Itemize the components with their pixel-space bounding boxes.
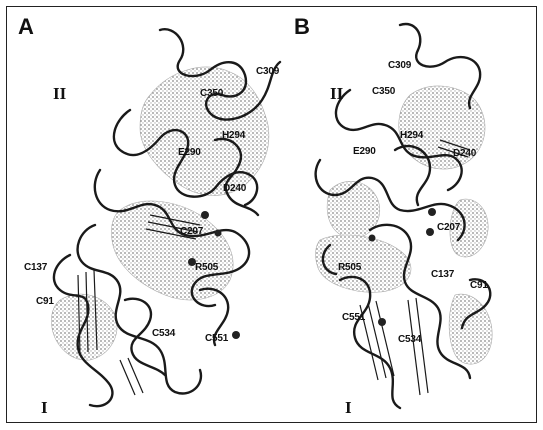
panel-a-residue-c207: C207 <box>180 226 203 237</box>
panel-a-site-3 <box>215 230 222 237</box>
panel-a-residue-c534: C534 <box>152 328 175 339</box>
panel-b-residue-c137: C137 <box>431 269 454 280</box>
panel-a-letter: A <box>18 14 34 40</box>
panel-b-residue-c91: C91 <box>470 280 488 291</box>
panel-b-residue-c551: C551 <box>342 312 365 323</box>
panel-a-residue-c551: C551 <box>205 333 228 344</box>
panel-a-domain-top: II <box>53 84 66 104</box>
panel-a-strands-3 <box>120 358 143 395</box>
panel-a-residue-c350: C350 <box>200 88 223 99</box>
panel-b-residue-r505: R505 <box>338 262 361 273</box>
panel-a-residue-c137: C137 <box>24 262 47 273</box>
panel-a-surface-top <box>140 67 269 196</box>
panel-a-residue-d240: D240 <box>223 183 246 194</box>
panel-b-residue-c350: C350 <box>372 86 395 97</box>
panel-a-surface-low <box>51 294 117 360</box>
panel-b-residue-h294: H294 <box>400 130 423 141</box>
panel-b-residue-e290: E290 <box>353 146 376 157</box>
panel-b-strands-2 <box>408 298 428 395</box>
panel-b-residue-c207: C207 <box>437 222 460 233</box>
panel-b-site-1 <box>428 208 436 216</box>
panel-a-residue-r505: R505 <box>195 262 218 273</box>
panel-b-residue-c534: C534 <box>398 334 421 345</box>
panel-a-residue-c91: C91 <box>36 296 54 307</box>
panel-b-domain-top: II <box>330 84 343 104</box>
panel-a-residue-e290: E290 <box>178 147 201 158</box>
panel-a-domain-bottom: I <box>41 398 48 418</box>
panel-a-residue-h294: H294 <box>222 130 245 141</box>
panel-b-domain-bottom: I <box>345 398 352 418</box>
panel-b-letter: B <box>294 14 310 40</box>
panel-b-site-4 <box>378 318 386 326</box>
panel-b-site-2 <box>426 228 434 236</box>
panel-a-structure <box>51 29 280 406</box>
panel-b-site-3 <box>369 235 376 242</box>
panel-b-residue-c309: C309 <box>388 60 411 71</box>
panel-b-structure <box>316 24 493 408</box>
panel-a-residue-c309: C309 <box>256 66 279 77</box>
panel-b-ribbon-5 <box>340 277 400 408</box>
panel-a-site-1 <box>201 211 209 219</box>
panel-a-site-4 <box>232 331 240 339</box>
panel-b-surface-mid <box>316 235 411 292</box>
panel-b-residue-d240: D240 <box>453 148 476 159</box>
panel-a-surface-mid <box>111 201 233 300</box>
